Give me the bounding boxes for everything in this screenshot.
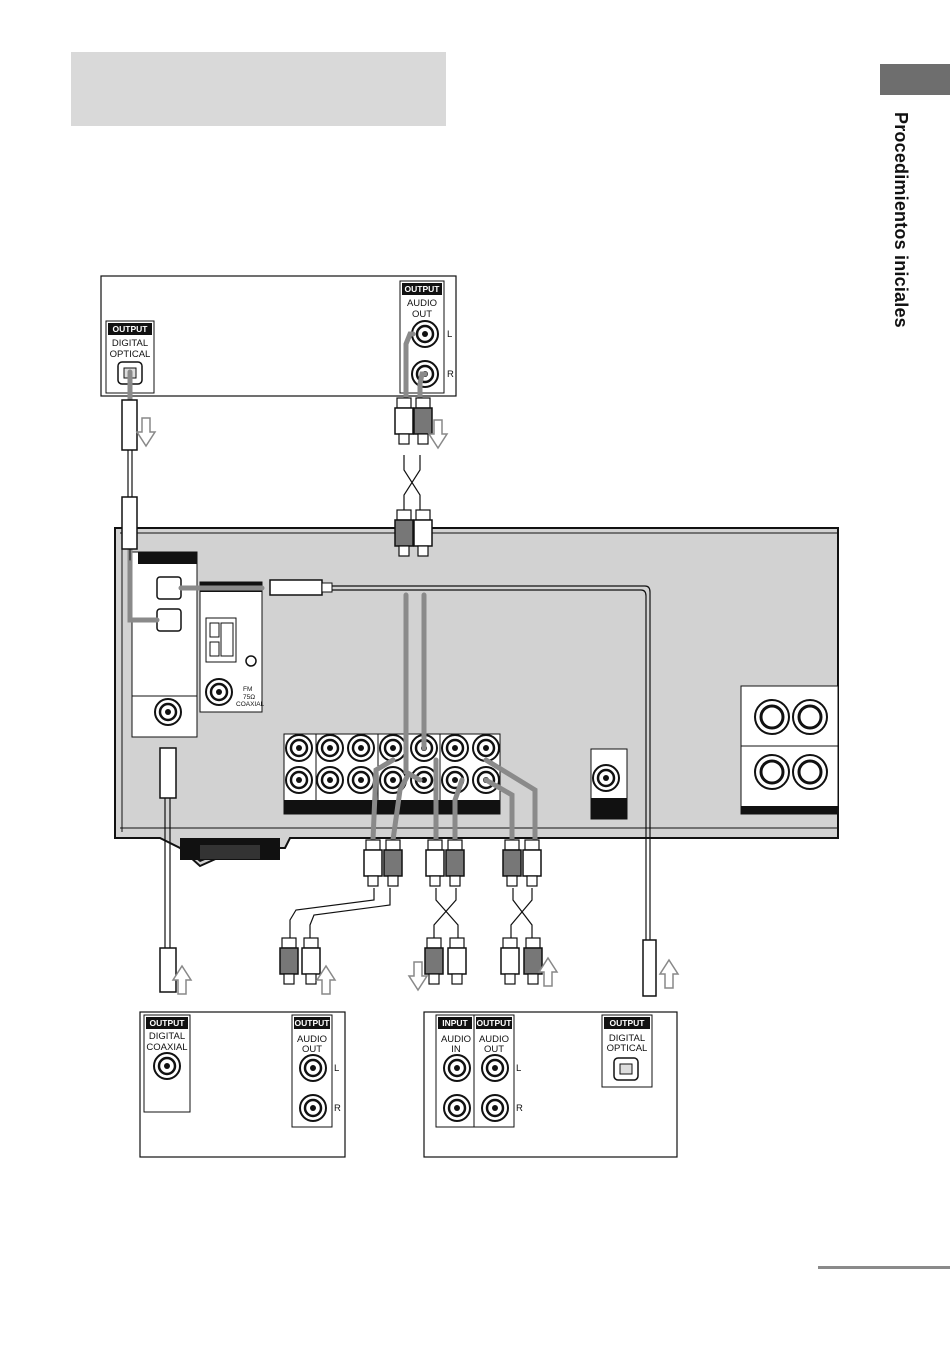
av-receiver-rear-panel: FM 75Ω COAXIAL bbox=[115, 528, 838, 866]
br-input-tag: INPUT bbox=[442, 1018, 468, 1028]
top-optical-label: OPTICAL bbox=[110, 349, 151, 360]
fm-coaxial-label: COAXIAL bbox=[236, 701, 265, 708]
bottom-left-source-device: OUTPUT DIGITAL COAXIAL OUTPUT AUDIO OUT … bbox=[140, 1012, 345, 1157]
optical-plug-icon bbox=[643, 940, 656, 996]
ground-screw-icon bbox=[246, 656, 256, 666]
br-right-label: R bbox=[516, 1103, 523, 1114]
arrow-down-icon bbox=[137, 418, 155, 446]
optical-plug-icon bbox=[270, 580, 322, 595]
optical-plug-icon bbox=[122, 497, 137, 549]
fm-label: FM bbox=[243, 686, 252, 693]
bottom-right-recorder-device: INPUT OUTPUT AUDIO IN AUDIO OUT L R OUTP… bbox=[424, 1012, 677, 1157]
top-out-label: OUT bbox=[412, 309, 432, 320]
optical-input-jack-icon bbox=[157, 609, 181, 631]
bl-left-label: L bbox=[334, 1063, 339, 1074]
top-output-tag: OUTPUT bbox=[113, 324, 149, 334]
bl-output-tag: OUTPUT bbox=[150, 1018, 186, 1028]
rca-plug-icon bbox=[523, 840, 541, 886]
rca-jack-icon bbox=[348, 735, 374, 761]
rca-jack-icon bbox=[473, 735, 499, 761]
rca-jack-icon bbox=[317, 735, 343, 761]
top-audio-output-tag: OUTPUT bbox=[405, 284, 441, 294]
rca-jack-icon bbox=[317, 767, 343, 793]
rca-jack-icon bbox=[286, 735, 312, 761]
rca-plug-icon bbox=[364, 840, 382, 886]
optical-input-jack-icon bbox=[157, 577, 181, 599]
rca-plug-icon bbox=[446, 840, 464, 886]
fm-antenna-jack-icon bbox=[206, 679, 232, 705]
bl-audio-output-tag: OUTPUT bbox=[295, 1018, 331, 1028]
rca-plug-icon bbox=[302, 938, 320, 984]
br-left-label: L bbox=[516, 1063, 521, 1074]
rca-plug-icon bbox=[448, 938, 466, 984]
rca-plug-icon bbox=[384, 840, 402, 886]
top-audio-label: AUDIO bbox=[407, 298, 437, 309]
top-right-label: R bbox=[447, 369, 454, 380]
br-in-label: IN bbox=[451, 1044, 461, 1055]
rca-jack-icon bbox=[482, 1095, 508, 1121]
rca-jack-icon bbox=[442, 735, 468, 761]
br-optical-label: OPTICAL bbox=[607, 1043, 648, 1054]
rca-jack-icon bbox=[286, 767, 312, 793]
top-source-device: OUTPUT DIGITAL OPTICAL OUTPUT AUDIO OUT … bbox=[101, 276, 456, 396]
br-out-label: OUT bbox=[484, 1044, 504, 1055]
rca-plug-icon bbox=[414, 398, 432, 444]
rca-jack-icon bbox=[444, 1095, 470, 1121]
rca-plug-icon bbox=[501, 938, 519, 984]
optical-plug-icon bbox=[122, 400, 137, 450]
rca-jack-icon bbox=[300, 1095, 326, 1121]
rca-jack-icon bbox=[411, 767, 437, 793]
rca-jack-icon bbox=[380, 735, 406, 761]
rca-jack-icon bbox=[348, 767, 374, 793]
rca-plug-icon bbox=[395, 398, 413, 444]
rca-plug-icon bbox=[426, 840, 444, 886]
br-optical-output-tag: OUTPUT bbox=[610, 1018, 646, 1028]
rca-jack-icon bbox=[300, 1055, 326, 1081]
top-digital-label: DIGITAL bbox=[112, 338, 148, 349]
arrow-up-icon bbox=[660, 960, 678, 988]
br-output-tag: OUTPUT bbox=[477, 1018, 513, 1028]
bl-out-label: OUT bbox=[302, 1044, 322, 1055]
coaxial-plug-icon bbox=[160, 948, 176, 992]
rca-plug-icon bbox=[280, 938, 298, 984]
rca-jack-icon bbox=[444, 1055, 470, 1081]
top-left-label: L bbox=[447, 329, 452, 340]
coaxial-input-jack-icon bbox=[155, 699, 181, 725]
rca-plug-icon bbox=[524, 938, 542, 984]
bl-right-label: R bbox=[334, 1103, 341, 1114]
bl-coaxial-label: COAXIAL bbox=[146, 1042, 187, 1053]
coaxial-output-jack-icon bbox=[154, 1053, 180, 1079]
rca-plug-icon bbox=[503, 840, 521, 886]
rca-jack-icon bbox=[412, 321, 438, 347]
rca-plug-icon bbox=[425, 938, 443, 984]
coaxial-plug-icon bbox=[160, 748, 176, 798]
fm-impedance-label: 75Ω bbox=[243, 694, 255, 701]
subwoofer-jack-icon bbox=[593, 765, 619, 791]
rca-jack-icon bbox=[482, 1055, 508, 1081]
bl-digital-label: DIGITAL bbox=[149, 1031, 185, 1042]
